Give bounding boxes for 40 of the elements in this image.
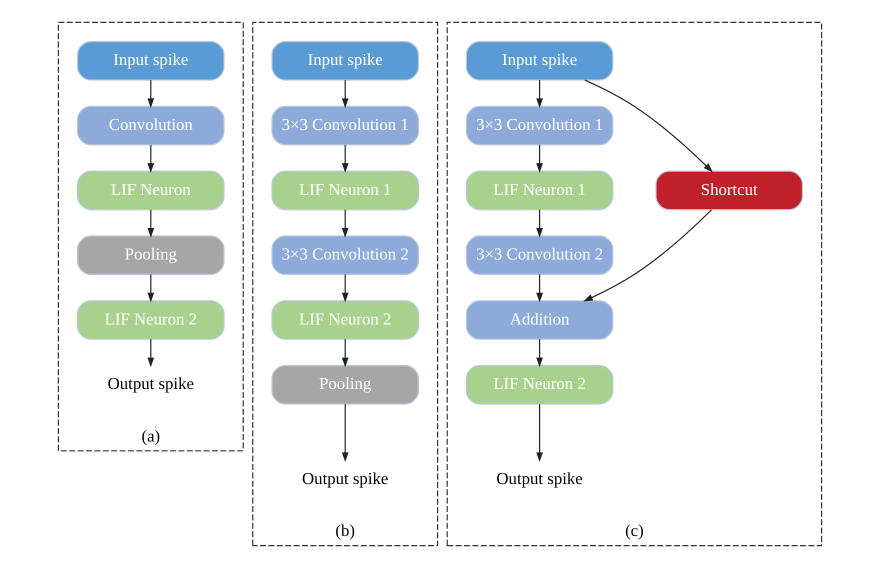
arrow (536, 210, 542, 238)
node-box: LIF Neuron 2 (76, 300, 224, 340)
arrow (341, 210, 348, 238)
arrow (341, 339, 348, 368)
arrow (341, 404, 348, 462)
node-text: Output spike (302, 469, 388, 488)
node-box: Pooling (76, 235, 224, 275)
node-box: Input spike (76, 41, 224, 81)
arrow (341, 274, 348, 302)
node-box: LIF Neuron 2 (270, 300, 418, 340)
node-box: 3×3 Convolution 2 (465, 235, 613, 275)
node-text: Output spike (107, 374, 194, 394)
node-box: Input spike (270, 41, 418, 81)
node-box: Shortcut (654, 170, 802, 210)
node-box: 3×3 Convolution 1 (465, 106, 613, 146)
node-box: 3×3 Convolution 2 (270, 235, 418, 275)
node-box: 3×3 Convolution 1 (270, 106, 418, 146)
arrow (146, 144, 154, 173)
node-box: LIF Neuron 1 (270, 170, 418, 210)
node-box: LIF Neuron (76, 170, 224, 210)
arrow (584, 80, 712, 172)
arrow (146, 274, 154, 302)
arrow (536, 274, 542, 302)
node-text: Output spike (496, 469, 582, 488)
node-box: LIF Neuron 1 (465, 170, 613, 210)
arrow (536, 80, 542, 108)
node-box: Input spike (465, 41, 613, 81)
arrow (536, 144, 542, 173)
arrow (146, 339, 154, 368)
arrow (146, 210, 154, 238)
node-box: Pooling (270, 365, 418, 405)
node-box: Addition (465, 300, 613, 340)
arrow (341, 80, 348, 108)
arrow (536, 404, 542, 462)
arrow (341, 144, 348, 173)
node-box: LIF Neuron 2 (465, 365, 613, 405)
arrow (582, 209, 712, 302)
node-box: Convolution (76, 106, 224, 146)
arrow (536, 339, 542, 368)
arrow (146, 80, 154, 108)
